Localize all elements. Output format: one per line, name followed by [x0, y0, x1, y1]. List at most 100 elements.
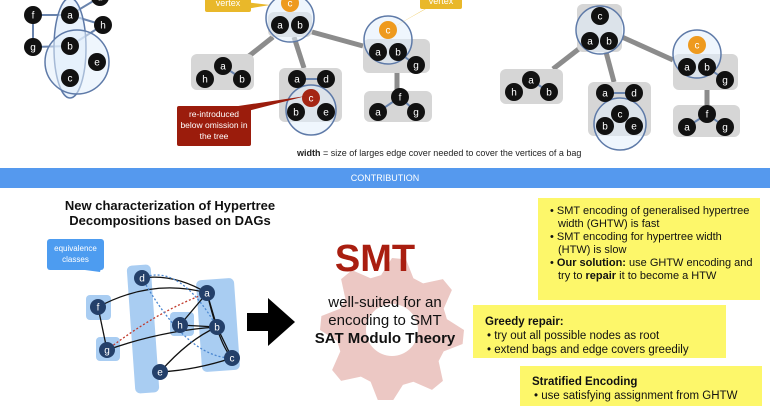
graph-node: [281, 0, 299, 12]
tree-edge: [551, 46, 582, 71]
solution-text: use GHTW encoding and try to: [558, 257, 753, 282]
node-label: e: [631, 122, 637, 133]
node-label: d: [97, 0, 103, 4]
smt-line-3: SAT Modulo Theory: [314, 330, 456, 347]
graph-node: [90, 299, 106, 315]
node-label: b: [67, 42, 73, 53]
graph-node: [94, 16, 112, 34]
graph-node: [24, 6, 42, 24]
node-label: g: [104, 346, 110, 357]
node-label: f: [97, 303, 100, 314]
node-label: e: [323, 108, 329, 119]
node-label: e: [157, 368, 163, 379]
node-label: f: [399, 93, 402, 104]
graph-node: [199, 285, 215, 301]
stratified-title: Stratified Encoding: [532, 376, 638, 388]
width-term: width: [297, 148, 321, 158]
node-label: d: [139, 274, 145, 285]
node-label: b: [602, 122, 608, 133]
graph-node: [369, 103, 387, 121]
edge-cover-circle: [593, 97, 647, 151]
graph-node: [625, 84, 643, 102]
node-label: g: [722, 76, 728, 87]
width-definition: width = size of larges edge cover needed…: [297, 148, 581, 158]
node-label: a: [204, 289, 210, 300]
node-label: b: [704, 63, 710, 74]
greedy-item: try out all possible nodes as root: [485, 329, 718, 343]
node-label: h: [177, 321, 183, 332]
node-label: g: [413, 108, 419, 119]
node-label: c: [288, 0, 293, 10]
graph-node: [172, 317, 188, 333]
graph-node: [317, 103, 335, 121]
dag-edge: [141, 274, 218, 328]
vertex-callout-right: vertex: [420, 0, 462, 9]
right-arrow-icon: [247, 298, 295, 346]
dag-edge: [106, 323, 219, 351]
graph-node: [88, 53, 106, 71]
graph-node: [540, 83, 558, 101]
node-label: h: [100, 21, 106, 32]
node-label: h: [202, 75, 208, 86]
reintroduced-callout: re-introduced below omission in the tree: [177, 106, 251, 146]
characterization-title: New characterization of Hypertree Decomp…: [64, 198, 276, 228]
smt-line-2: encoding to SMT: [328, 312, 442, 329]
graph-node: [596, 117, 614, 135]
graph-node: [287, 103, 305, 121]
graph-node: [271, 16, 289, 34]
contribution-banner: CONTRIBUTION: [0, 168, 770, 188]
node-label: f: [706, 110, 709, 121]
dag-edge: [97, 287, 209, 308]
graph-node: [505, 83, 523, 101]
graph-node: [99, 342, 115, 358]
node-label: b: [239, 75, 245, 86]
graph-node: [369, 43, 387, 61]
tree-edge: [603, 51, 617, 83]
tree-edge: [620, 34, 675, 63]
graph-node: [288, 70, 306, 88]
graph-node: [152, 364, 168, 380]
smt-line-1: well-suited for an: [328, 294, 442, 311]
width-text: = size of larges edge cover needed to co…: [320, 148, 582, 158]
node-label: a: [375, 48, 381, 59]
greedy-repair-title: Greedy repair:: [485, 316, 564, 328]
greedy-item: extend bags and edge covers greedily: [485, 343, 718, 357]
smt-description: well-suited for an encoding to SMT SAT M…: [310, 294, 460, 348]
node-label: b: [214, 323, 220, 334]
tree-edge: [311, 29, 364, 49]
graph-node: [61, 69, 79, 87]
node-label: a: [684, 63, 690, 74]
greedy-repair-box: Greedy repair: try out all possible node…: [473, 305, 726, 358]
node-label: a: [684, 123, 690, 134]
node-label: d: [631, 89, 637, 100]
node-label: g: [30, 43, 36, 54]
node-label: f: [32, 11, 35, 22]
equivalence-class: [126, 264, 160, 394]
graph-node: [233, 70, 251, 88]
node-label: a: [220, 62, 226, 73]
node-label: b: [293, 108, 299, 119]
summary-item: SMT encoding for hypertree width (HTW) i…: [548, 231, 754, 257]
node-label: c: [618, 110, 623, 121]
graph-node: [625, 117, 643, 135]
node-label: g: [722, 123, 728, 134]
graph-node: [522, 71, 540, 89]
graph-node: [379, 21, 397, 39]
graph-node: [302, 89, 320, 107]
graph-node: [24, 38, 42, 56]
graph-node: [688, 36, 706, 54]
solution-text-end: it to become a HTW: [616, 270, 717, 282]
graph-node: [224, 350, 240, 366]
solution-repair: repair: [585, 270, 617, 282]
graph-node: [214, 57, 232, 75]
tree-edge: [247, 35, 275, 58]
node-label: c: [68, 74, 73, 85]
graph-node: [317, 70, 335, 88]
graph-node: [716, 71, 734, 89]
graph-node: [61, 37, 79, 55]
vertex-callout-left: vertex: [205, 0, 251, 12]
node-label: c: [695, 41, 700, 52]
node-label: a: [602, 89, 608, 100]
node-label: c: [386, 26, 391, 37]
